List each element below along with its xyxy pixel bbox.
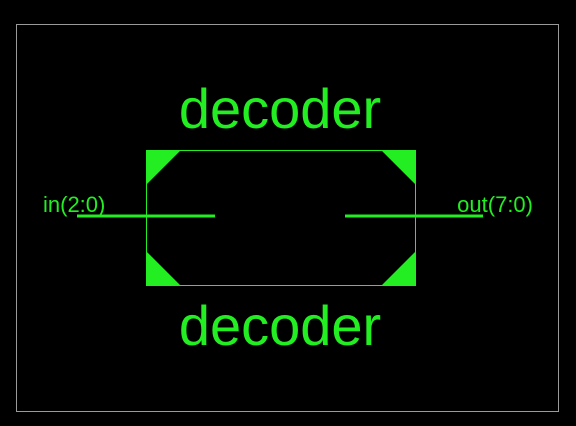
symbol-body-outline — [146, 150, 416, 286]
symbol-name-bottom: decoder — [179, 294, 381, 357]
symbol-name-top: decoder — [179, 77, 381, 140]
corner-top-right — [381, 150, 416, 185]
corner-top-left — [146, 150, 181, 185]
corner-bottom-right — [381, 251, 416, 286]
sheet-frame — [16, 24, 559, 412]
output-port-label: out(7:0) — [457, 192, 533, 217]
decoder-symbol[interactable] — [77, 150, 483, 286]
corner-bottom-left — [146, 251, 181, 286]
input-port-label: in(2:0) — [43, 192, 105, 217]
